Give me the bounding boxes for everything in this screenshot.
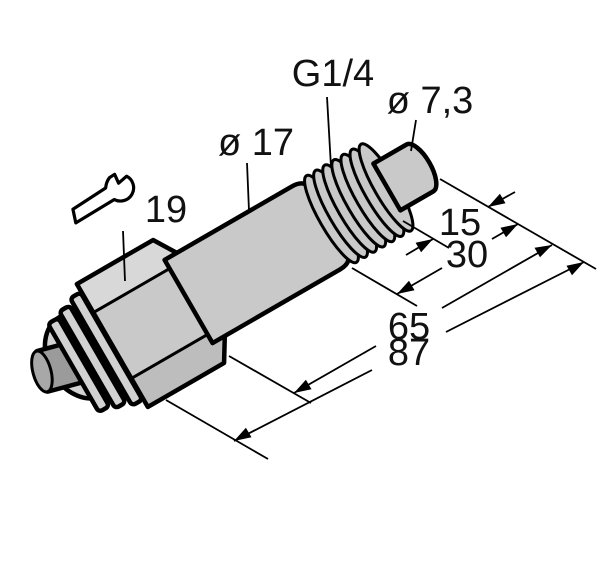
dim-87-segment: [233, 369, 373, 442]
arrowhead: [397, 280, 415, 294]
dim-text-87: 87: [388, 332, 430, 374]
arrowhead: [488, 193, 506, 207]
hex-nut-top-facet: [76, 240, 187, 313]
label-wrench-size: 19: [145, 189, 187, 231]
washer-ring: [47, 317, 111, 413]
leader-line-tip-diameter: [410, 119, 417, 152]
dim-text-65: 65: [388, 306, 430, 348]
extension-line-65: [228, 355, 312, 404]
leader-line-thread: [326, 96, 332, 168]
device-group: [47, 141, 439, 413]
label-body-diameter: ø 17: [218, 122, 294, 164]
washer-ring: [58, 304, 127, 410]
arrowhead: [415, 239, 433, 253]
hex-nut-bottom-facet: [131, 324, 226, 407]
arrowhead: [534, 245, 552, 258]
arrowhead: [294, 379, 312, 393]
sensor-tip: [371, 141, 439, 213]
extension-line-87: [165, 399, 269, 460]
extension-line-30: [351, 267, 418, 307]
dimension-line-30: [396, 223, 519, 295]
arrowhead: [500, 224, 518, 238]
arrowhead: [566, 262, 584, 276]
dimension-line-15: [405, 191, 516, 256]
leader-line-body-diameter: [246, 162, 250, 212]
cable-end-face: [30, 349, 54, 394]
dimension-line-87: [233, 261, 585, 442]
dimension-line-65: [293, 244, 553, 394]
dim-87-segment: [445, 261, 585, 333]
arrowhead: [234, 427, 252, 441]
dim-text-15: 15: [439, 202, 481, 244]
label-thread-size: G1/4: [292, 53, 374, 95]
wrench-icon-shape: [71, 172, 136, 225]
label-tip-diameter: ø 7,3: [387, 80, 474, 122]
dim-65-segment: [441, 244, 553, 309]
extension-line-15: [402, 220, 450, 249]
leader-line-wrench-size: [122, 230, 126, 282]
wrench-icon: [71, 172, 136, 225]
dim-text-30: 30: [446, 234, 488, 276]
